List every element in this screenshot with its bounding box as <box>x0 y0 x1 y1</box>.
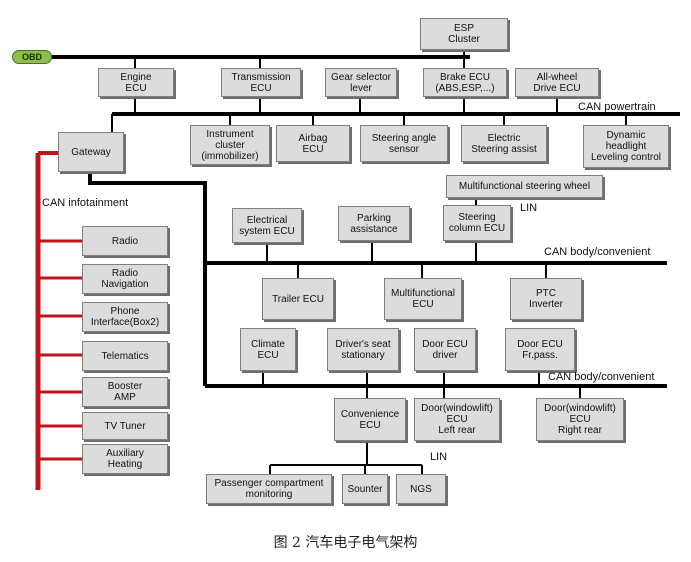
infotainment-radio: Radio <box>82 226 168 256</box>
can-body-label-2: CAN body/convenient <box>548 371 655 383</box>
gateway-box: Gateway <box>58 132 124 172</box>
headlight-control-box: Dynamic headlight Leveling control <box>583 125 669 168</box>
ptc-inverter-box: PTC Inverter <box>510 278 582 320</box>
door-ecu-driver-box: Door ECU driver <box>414 328 476 371</box>
brake-ecu-box: Brake ECU (ABS,ESP,...) <box>423 68 507 97</box>
instrument-cluster-box: Instrument cluster (immobilizer) <box>190 125 270 165</box>
infotainment-telematics: Telematics <box>82 341 168 371</box>
msw-box: Multifunctional steering wheel <box>446 175 603 198</box>
door-right-rear-box: Door(windowlift) ECU Right rear <box>536 398 624 441</box>
figure-caption: 图 2 汽车电子电气架构 <box>273 535 418 551</box>
lin-label-convenience: LIN <box>430 451 448 463</box>
can-infotainment-label: CAN infotainment <box>42 197 129 209</box>
parking-assistance-box: Parking assistance <box>338 206 410 241</box>
infotainment-phone-interface: Phone Interface(Box2) <box>82 302 168 332</box>
trailer-ecu-box: Trailer ECU <box>262 278 334 320</box>
electrical-system-box: Electrical system ECU <box>232 208 302 243</box>
lin-label-steering: LIN <box>520 202 538 214</box>
infotainment-bus <box>35 151 82 490</box>
door-ecu-frpass-box: Door ECU Fr.pass. <box>505 328 575 371</box>
awd-ecu-box: All-wheel Drive ECU <box>515 68 599 97</box>
sounter-box: Sounter <box>342 474 388 504</box>
esp-cluster-box: ESP Cluster <box>420 18 508 50</box>
can-body-label-1: CAN body/convenient <box>544 246 651 258</box>
drivers-seat-box: Driver's seat stationary <box>327 328 399 371</box>
transmission-ecu-box: Transmission ECU <box>221 68 301 97</box>
ngs-box: NGS <box>396 474 446 504</box>
engine-ecu-box: Engine ECU <box>98 68 174 97</box>
multifunctional-ecu-box: Multifunctional ECU <box>384 278 462 320</box>
convenience-ecu-box: Convenience ECU <box>334 398 406 441</box>
steering-angle-box: Steering angle sensor <box>360 125 448 162</box>
obd-connector: OBD <box>12 50 52 64</box>
climate-ecu-box: Climate ECU <box>240 328 296 371</box>
passenger-monitoring-box: Passenger compartment monitoring <box>206 474 332 504</box>
infotainment-tv-tuner: TV Tuner <box>82 412 168 440</box>
steering-column-box: Steering column ECU <box>443 205 511 241</box>
electric-steering-box: Electric Steering assist <box>461 125 547 162</box>
bus-lines <box>50 50 680 474</box>
gateway-body-link <box>88 172 207 386</box>
infotainment-booster-amp: Booster AMP <box>82 377 168 407</box>
gear-selector-box: Gear selector lever <box>325 68 397 97</box>
can-powertrain-label: CAN powertrain <box>578 101 656 113</box>
door-left-rear-box: Door(windowlift) ECU Left rear <box>414 398 500 441</box>
airbag-ecu-box: Airbag ECU <box>276 125 350 162</box>
infotainment-auxiliary-heating: Auxiliary Heating <box>82 444 168 474</box>
infotainment-radio-navigation: Radio Navigation <box>82 264 168 294</box>
